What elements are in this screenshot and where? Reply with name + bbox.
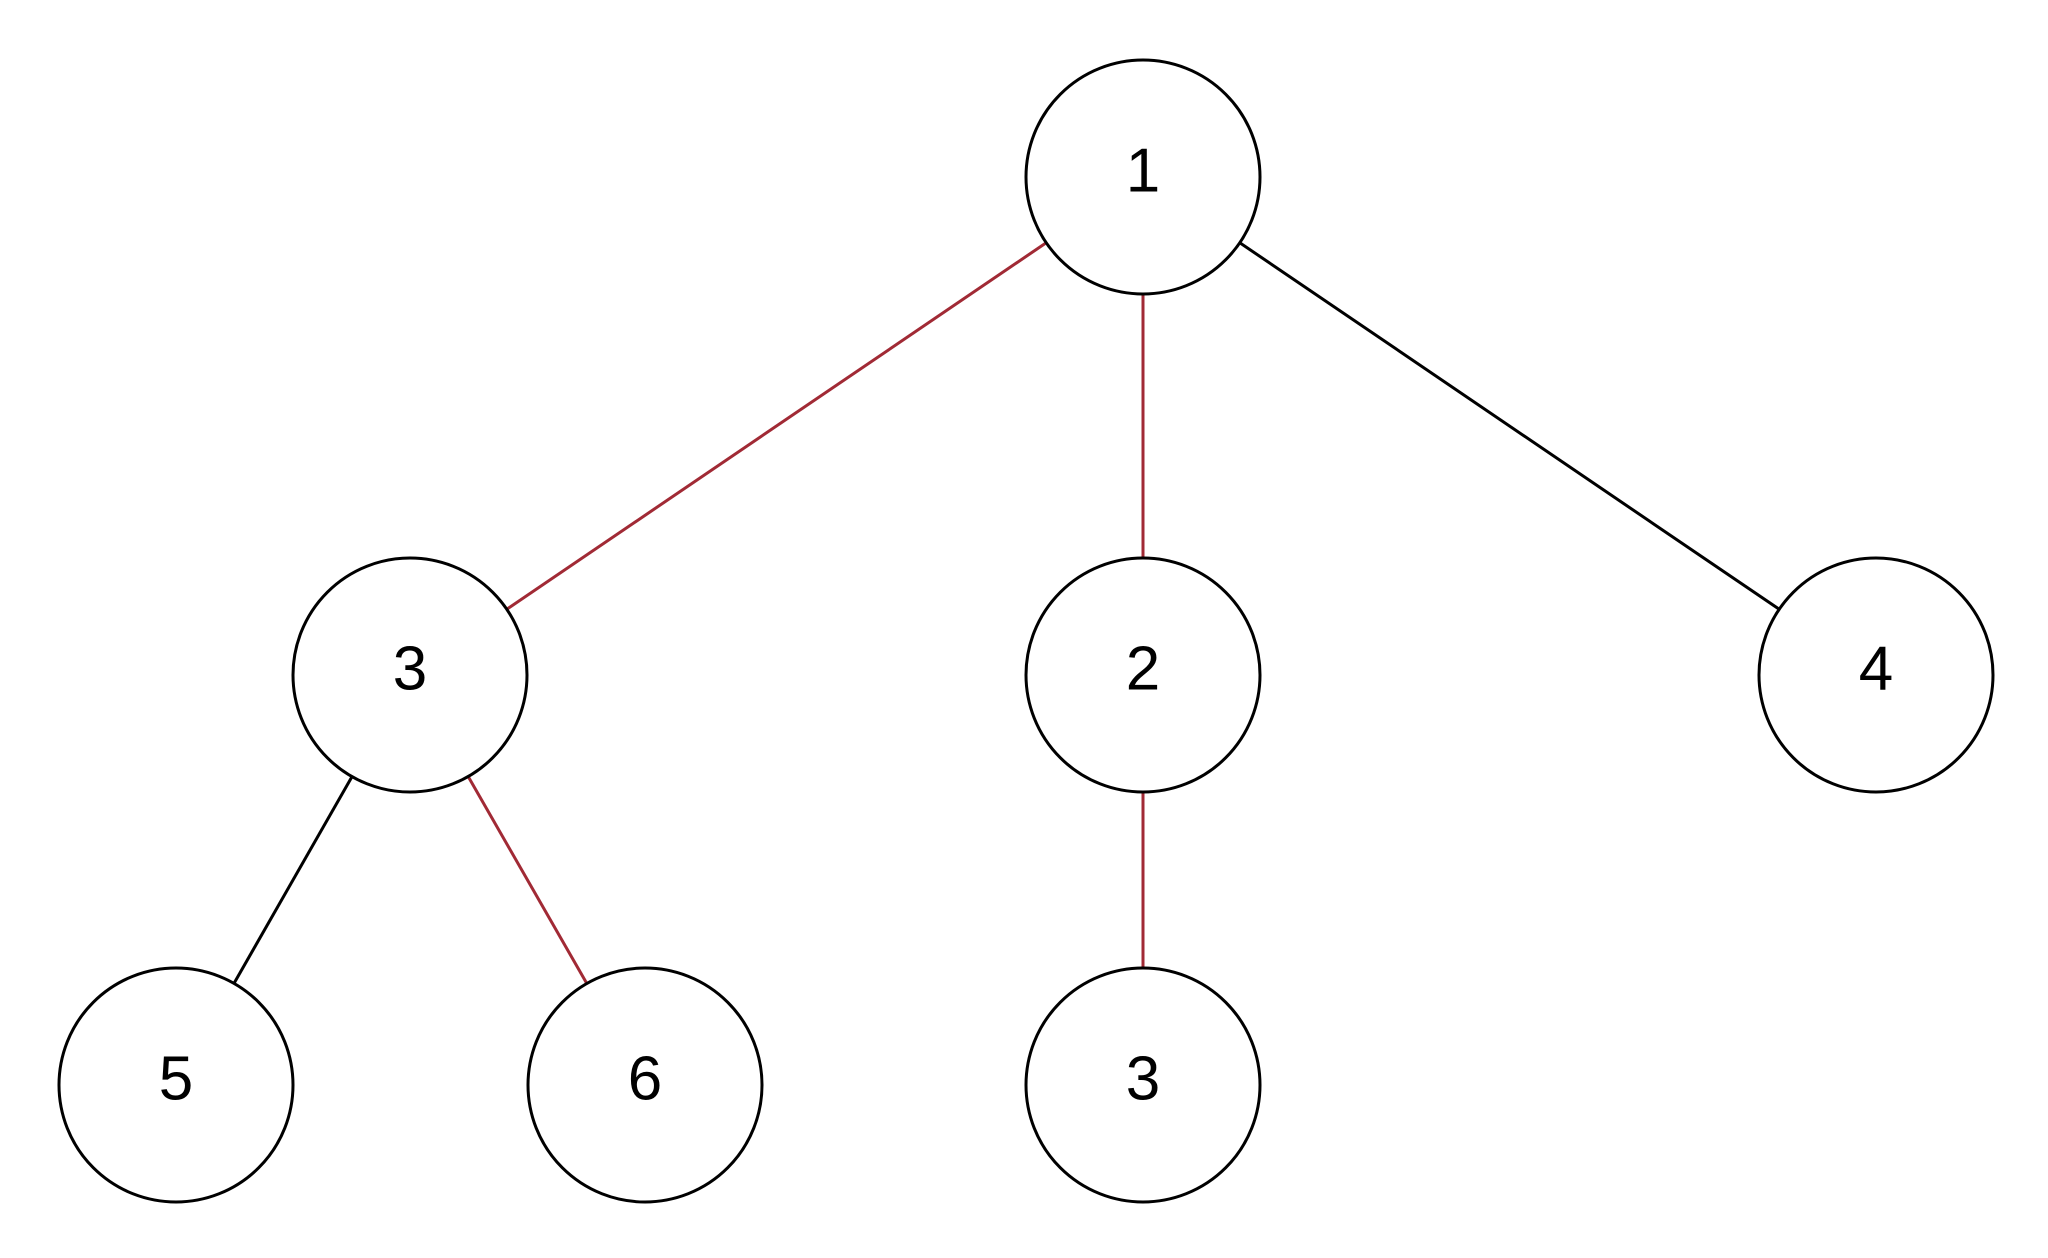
node-circle: [1024, 556, 1262, 794]
node-circle: [291, 556, 529, 794]
node-label: 4: [1859, 635, 1893, 704]
node-circle: [1024, 58, 1262, 296]
edge-left-to-left-right: [466, 775, 589, 985]
edge-root-to-left: [505, 241, 1048, 611]
tree-node-middle-child: 3: [1024, 966, 1262, 1204]
tree-node-right: 4: [1757, 556, 1995, 794]
edge-root-to-right: [1238, 241, 1781, 611]
tree-node-middle: 2: [1024, 556, 1262, 794]
tree-node-left-left: 5: [57, 966, 295, 1204]
node-label: 1: [1126, 137, 1160, 206]
node-circle: [1757, 556, 1995, 794]
node-label: 2: [1126, 635, 1160, 704]
node-circle: [1024, 966, 1262, 1204]
node-label: 6: [628, 1045, 662, 1114]
node-circle: [526, 966, 764, 1204]
node-circle: [57, 966, 295, 1204]
node-label: 3: [1126, 1045, 1160, 1114]
node-label: 5: [159, 1045, 193, 1114]
edge-left-to-left-left: [232, 775, 354, 985]
tree-node-left-right: 6: [526, 966, 764, 1204]
edges-group: [232, 241, 1781, 985]
nodes-group: 1 3 2 4 5 6 3: [57, 58, 1995, 1204]
tree-node-root: 1: [1024, 58, 1262, 296]
node-label: 3: [393, 635, 427, 704]
tree-node-left: 3: [291, 556, 529, 794]
